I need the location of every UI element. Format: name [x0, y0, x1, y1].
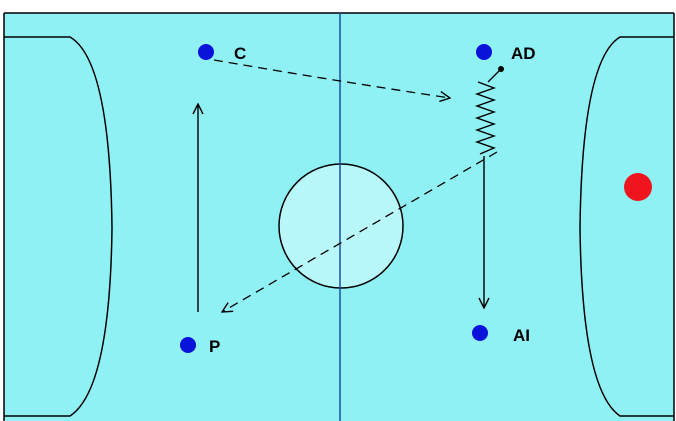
- ball-marker: [624, 173, 652, 201]
- player-ad-dot: [476, 44, 492, 60]
- player-ai-dot: [472, 325, 488, 341]
- player-ad: AD: [476, 44, 536, 63]
- player-p: P: [180, 337, 220, 356]
- player-c-dot: [198, 44, 214, 60]
- player-p-dot: [180, 337, 196, 353]
- pass-ad-to-p: [222, 151, 498, 312]
- player-c: C: [198, 44, 246, 63]
- left-goal-area: [4, 36, 113, 417]
- player-ad-label: AD: [511, 44, 536, 63]
- player-p-label: P: [209, 337, 220, 356]
- right-goal-area: [579, 36, 674, 417]
- screen-zigzag: [474, 81, 497, 155]
- player-ai: AI: [472, 325, 530, 345]
- player-c-label: C: [234, 44, 246, 63]
- screen-connector: [487, 68, 502, 83]
- player-ai-label: AI: [513, 326, 530, 345]
- center-circle: [278, 163, 404, 289]
